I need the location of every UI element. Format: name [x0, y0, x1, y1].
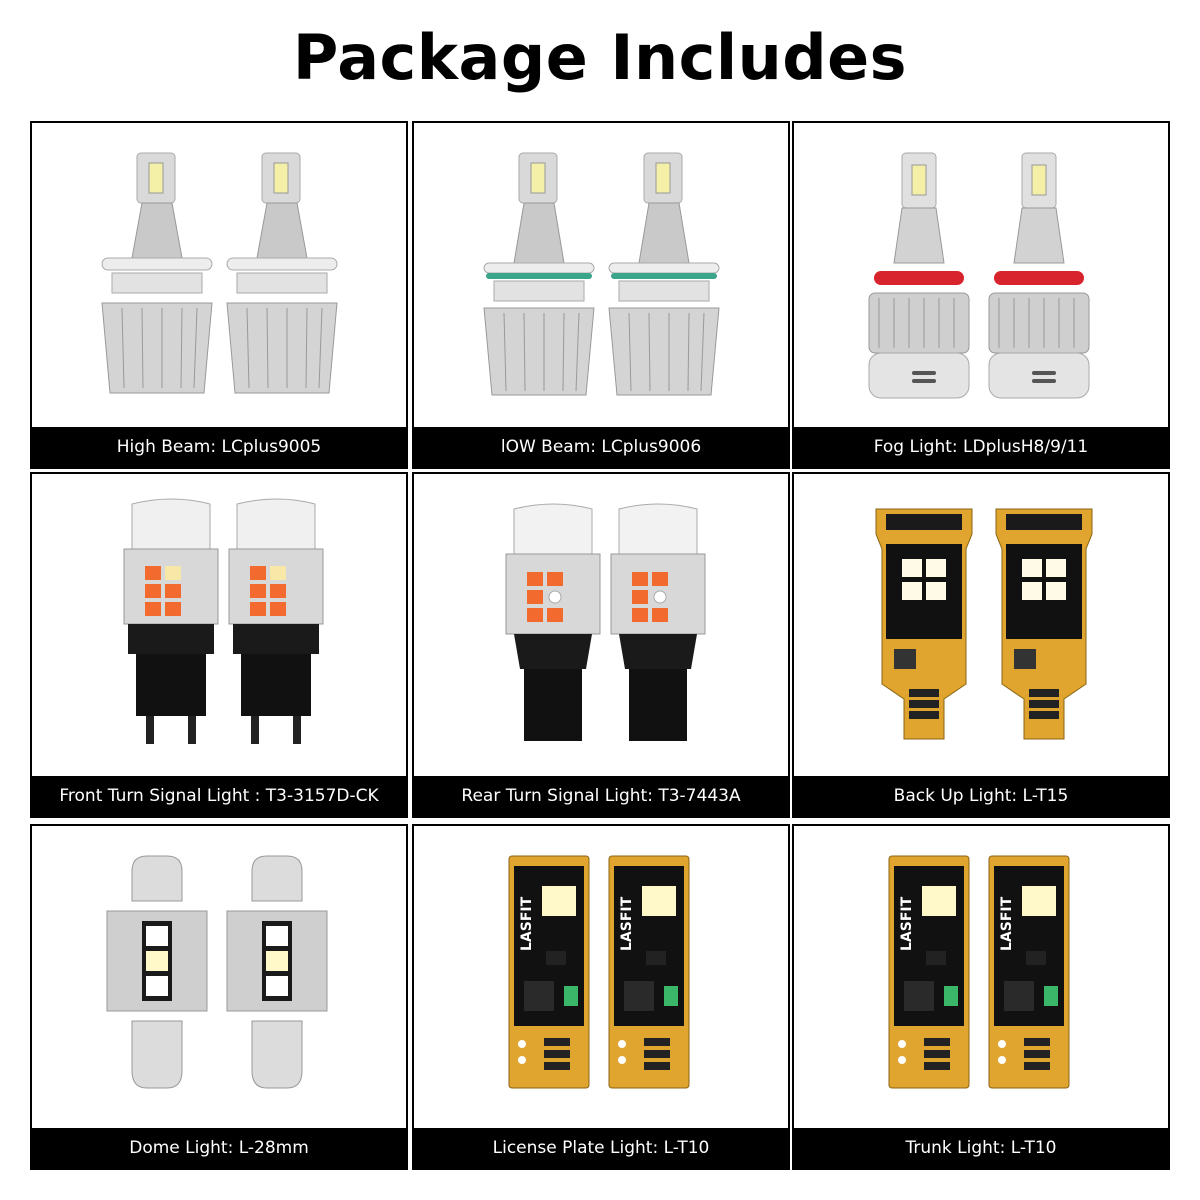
t10-led-bulb-icon: LASFIT	[988, 855, 1070, 1089]
t15-bulb-pair-image	[875, 508, 1093, 740]
turn-signal-3157-bulb-icon	[228, 498, 324, 744]
package-item-high-beam: High Beam: LCplus9005	[30, 121, 408, 469]
festoon-bulb-pair-image	[106, 855, 328, 1089]
headlight-bulb-pair-image	[101, 152, 338, 394]
t10-bulb-pair-image: LASFIT LASFIT	[508, 855, 690, 1089]
t10-led-bulb-icon: LASFIT	[608, 855, 690, 1089]
item-caption: Rear Turn Signal Light: T3-7443A	[414, 776, 788, 816]
t10-led-bulb-icon	[508, 855, 590, 1089]
item-caption: Trunk Light: L-T10	[794, 1128, 1168, 1168]
package-item-front-turn-signal: Front Turn Signal Light : T3-3157D-CK	[30, 472, 408, 818]
item-caption: Fog Light: LDplusH8/9/11	[794, 427, 1168, 467]
t15-led-bulb-icon	[875, 508, 973, 740]
t10-led-bulb-icon: LASFIT	[888, 855, 970, 1089]
turn-signal-3157-bulb-icon	[123, 498, 219, 744]
headlight-bulb-icon	[226, 152, 338, 394]
turn-signal-7443-bulb-icon	[610, 503, 706, 741]
headlight-bulb-icon	[101, 152, 213, 394]
item-caption: License Plate Light: L-T10	[414, 1128, 788, 1168]
package-item-trunk-light: LASFIT LASFIT Trunk Light: L-T10	[792, 824, 1170, 1170]
fog-bulb-icon	[988, 152, 1090, 399]
festoon-bulb-icon	[106, 855, 208, 1089]
t15-led-bulb-icon	[995, 508, 1093, 740]
turn-signal-7443-bulb-icon	[505, 503, 601, 741]
package-item-fog-light: Fog Light: LDplusH8/9/11	[792, 121, 1170, 469]
brand-logo-text: LASFIT	[619, 896, 635, 951]
page-title: Package Includes	[292, 21, 908, 94]
fog-bulb-pair-image	[868, 152, 1090, 399]
brand-logo-text: LASFIT	[899, 896, 915, 951]
headlight-bulb-pair-image	[483, 152, 720, 396]
item-caption: Front Turn Signal Light : T3-3157D-CK	[32, 776, 406, 816]
package-item-license-plate-light: LASFIT LASFIT License Plate Light: L-T10	[412, 824, 790, 1170]
headlight-bulb-icon	[483, 152, 595, 396]
t10-bulb-pair-image: LASFIT LASFIT	[888, 855, 1070, 1089]
item-caption: Back Up Light: L-T15	[794, 776, 1168, 816]
fog-bulb-icon	[868, 152, 970, 399]
item-caption: High Beam: LCplus9005	[32, 427, 406, 467]
package-item-rear-turn-signal: Rear Turn Signal Light: T3-7443A	[412, 472, 790, 818]
turn-signal-bulb-pair-image	[123, 498, 324, 744]
package-item-dome-light: Dome Light: L-28mm	[30, 824, 408, 1170]
headlight-bulb-icon	[608, 152, 720, 396]
brand-logo-text: LASFIT	[999, 896, 1015, 951]
package-item-low-beam: lOW Beam: LCplus9006	[412, 121, 790, 469]
item-caption: Dome Light: L-28mm	[32, 1128, 406, 1168]
turn-signal-bulb-pair-image	[505, 503, 706, 741]
brand-logo-text: LASFIT	[519, 896, 535, 951]
festoon-bulb-icon	[226, 855, 328, 1089]
item-caption: lOW Beam: LCplus9006	[414, 427, 788, 467]
package-item-back-up-light: Back Up Light: L-T15	[792, 472, 1170, 818]
